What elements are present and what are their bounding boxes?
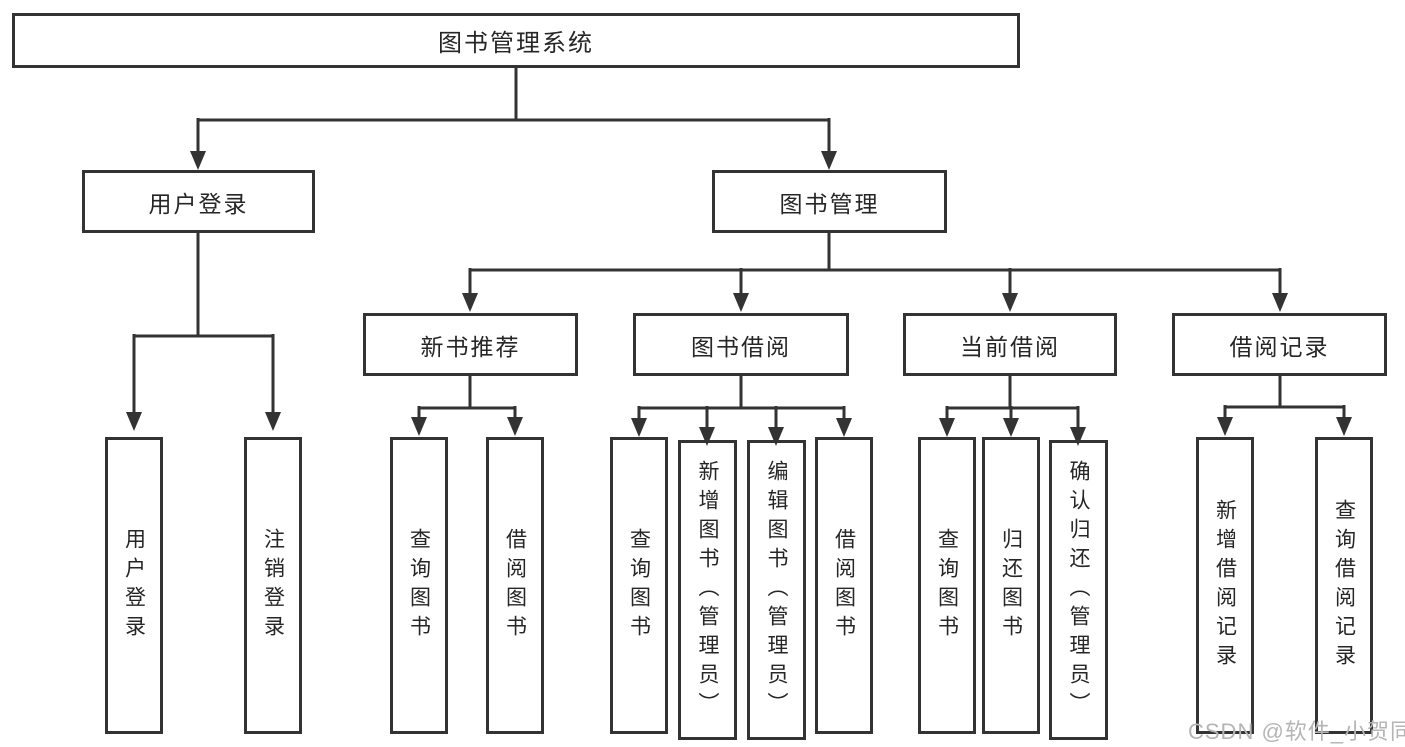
node-borrowing-records: 借阅记录 <box>1172 313 1387 376</box>
node-user-login-label: 用户登录 <box>148 190 249 217</box>
node-confirm-return-admin-label: 确认归还（管理员） <box>1067 459 1090 721</box>
node-return-books-label: 归还图书 <box>999 527 1023 644</box>
node-library-system-label: 图书管理系统 <box>438 30 594 57</box>
node-library-system: 图书管理系统 <box>12 13 1020 68</box>
node-add-books-admin: 新增图书（管理员） <box>678 440 737 740</box>
node-logout-leaf: 注销登录 <box>244 437 302 734</box>
node-new-book-recommend: 新书推荐 <box>363 313 578 376</box>
node-current-query-books: 查询图书 <box>918 437 976 734</box>
node-edit-books-admin-label: 编辑图书（管理员） <box>765 459 788 721</box>
node-current-query-books-label: 查询图书 <box>935 527 959 644</box>
node-current-borrowing-label: 当前借阅 <box>960 333 1060 360</box>
node-recommend-borrow-books-label: 借阅图书 <box>503 527 527 644</box>
node-user-login-leaf: 用户登录 <box>105 437 163 734</box>
node-user-login-leaf-label: 用户登录 <box>122 527 146 644</box>
node-user-login: 用户登录 <box>82 170 315 233</box>
node-query-borrow-record-label: 查询借阅记录 <box>1332 498 1356 673</box>
node-add-borrow-record: 新增借阅记录 <box>1196 437 1254 734</box>
node-borrowing-query-books: 查询图书 <box>610 437 668 734</box>
node-borrowing-query-books-label: 查询图书 <box>627 527 651 644</box>
node-return-books: 归还图书 <box>982 437 1040 734</box>
node-new-book-recommend-label: 新书推荐 <box>420 333 521 360</box>
node-confirm-return-admin: 确认归还（管理员） <box>1049 440 1108 740</box>
node-recommend-query-books: 查询图书 <box>390 437 448 734</box>
node-recommend-query-books-label: 查询图书 <box>407 527 431 644</box>
csdn-watermark: CSDN @软件_小贺同学 <box>1188 719 1405 744</box>
node-book-borrowing: 图书借阅 <box>633 313 849 376</box>
node-recommend-borrow-books: 借阅图书 <box>486 437 544 734</box>
node-current-borrowing: 当前借阅 <box>903 313 1117 376</box>
node-edit-books-admin: 编辑图书（管理员） <box>747 440 806 740</box>
node-logout-leaf-label: 注销登录 <box>261 527 285 644</box>
node-add-books-admin-label: 新增图书（管理员） <box>696 459 719 721</box>
node-book-management: 图书管理 <box>712 170 947 233</box>
node-book-management-label: 图书管理 <box>779 190 880 217</box>
node-add-borrow-record-label: 新增借阅记录 <box>1213 498 1237 673</box>
node-query-borrow-record: 查询借阅记录 <box>1315 437 1373 734</box>
node-borrowing-borrow-books: 借阅图书 <box>815 437 873 734</box>
node-borrowing-records-label: 借阅记录 <box>1229 333 1330 360</box>
node-borrowing-borrow-books-label: 借阅图书 <box>832 527 856 644</box>
node-book-borrowing-label: 图书借阅 <box>691 333 791 360</box>
